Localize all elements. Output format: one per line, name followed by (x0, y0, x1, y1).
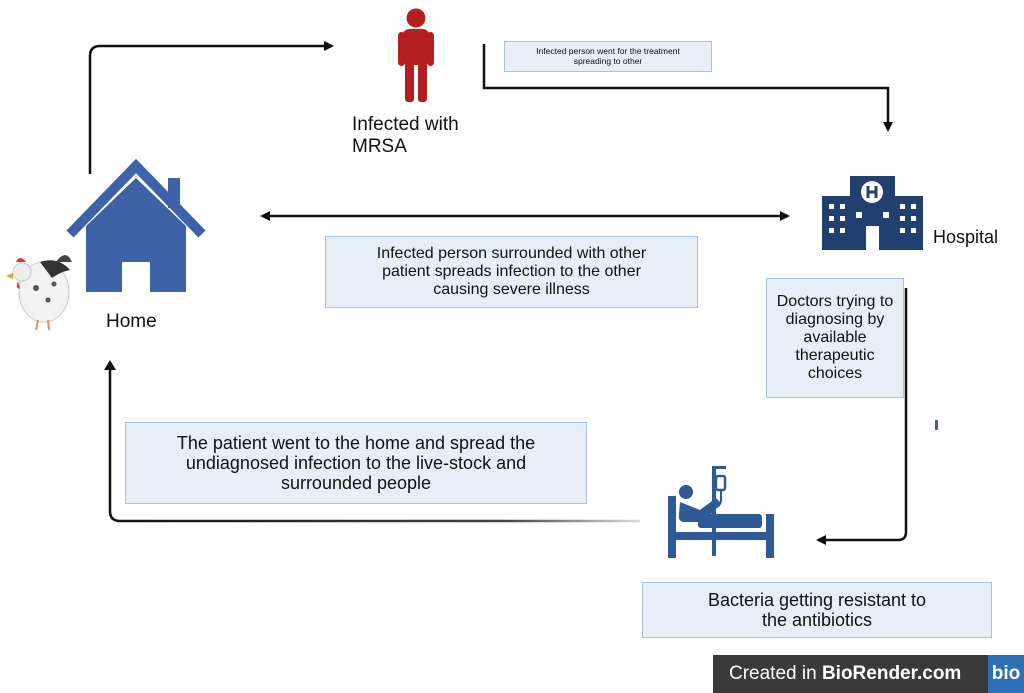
hospital-icon (822, 176, 923, 250)
home-return-text: The patient went to the home and spread … (176, 432, 536, 494)
badge-created-in: Created in (729, 663, 817, 684)
infected-person-icon (398, 8, 434, 102)
resistant-box: Bacteria getting resistant to the antibi… (642, 582, 992, 638)
patient-bed-icon (668, 466, 774, 558)
arrow-home-to-infected (88, 41, 334, 174)
infected-label: Infected with MRSA (352, 114, 459, 157)
surrounded-text: Infected person surrounded with other pa… (376, 245, 647, 298)
hospital-label: Hospital (933, 227, 999, 247)
doctors-text: Doctors trying to diagnosing by availabl… (776, 293, 894, 382)
home-icon (66, 158, 206, 292)
biorender-logo: bio (988, 655, 1024, 693)
home-label: Home (106, 311, 157, 332)
arrow-patient-to-home-head (104, 360, 116, 370)
surrounded-box: Infected person surrounded with other pa… (325, 236, 698, 308)
home-return-box: The patient went to the home and spread … (125, 422, 587, 504)
treatment-text: Infected person went for the treatment s… (536, 45, 680, 66)
chicken-icon (6, 255, 72, 331)
doctors-box: Doctors trying to diagnosing by availabl… (766, 278, 904, 398)
arrow-hospital-to-patient (816, 288, 908, 545)
treatment-box: Infected person went for the treatment s… (504, 41, 712, 72)
biorender-badge[interactable]: Created in BioRender.com bio (713, 655, 1024, 693)
arrow-infected-to-hospital (482, 44, 893, 132)
arrow-patient-to-home-line (108, 366, 640, 523)
small-dot-mark (935, 420, 938, 430)
badge-text: Created in BioRender.com (713, 663, 987, 685)
resistant-text: Bacteria getting resistant to the antibi… (707, 589, 927, 630)
badge-brand: BioRender.com (821, 663, 962, 684)
